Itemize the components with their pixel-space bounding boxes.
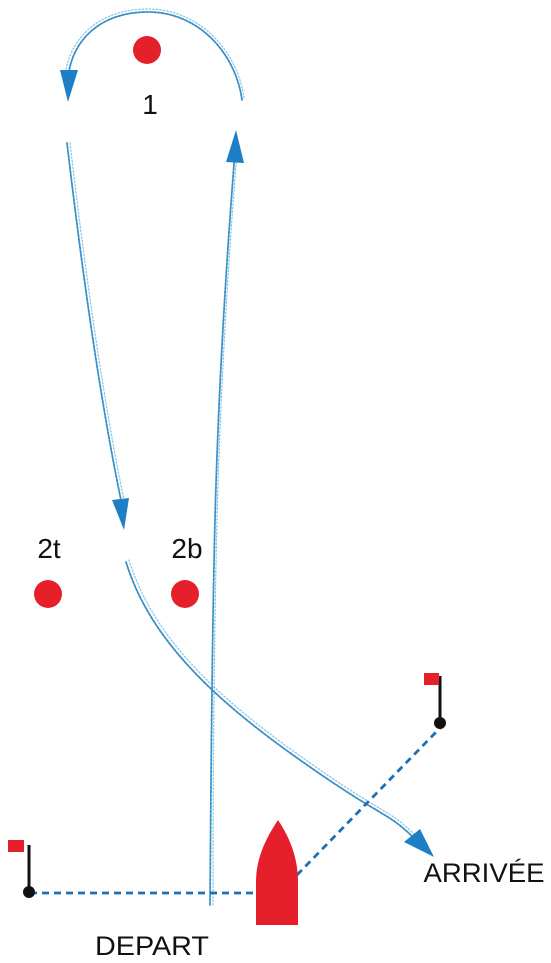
route-arrow-icon [404,829,434,857]
committee-boat-icon [256,820,298,925]
route-upwind-leg [209,130,244,906]
mark-2t-label: 2t [37,533,61,564]
mark-2b-label: 2b [171,533,202,564]
flag-icon [424,673,439,685]
finish-pin-flag [424,673,446,729]
mark-2t-buoy-icon [34,580,62,608]
route-arrow-icon [226,130,244,163]
flag-icon [8,840,24,852]
route-finish-leg [125,559,434,857]
mark-2b-buoy-icon [171,580,199,608]
mark-1-label: 1 [142,89,158,120]
start-label: DEPART [95,931,209,961]
mark-1-buoy-icon [133,36,161,64]
route-rounding-mark-1 [60,8,245,102]
finish-label: ARRIVÉE [424,858,545,888]
finish-line [295,727,442,876]
route-arrow-icon [112,498,129,530]
route-downwind-leg [66,142,129,530]
route-arrow-icon [60,70,78,102]
start-pin-flag [8,840,35,898]
